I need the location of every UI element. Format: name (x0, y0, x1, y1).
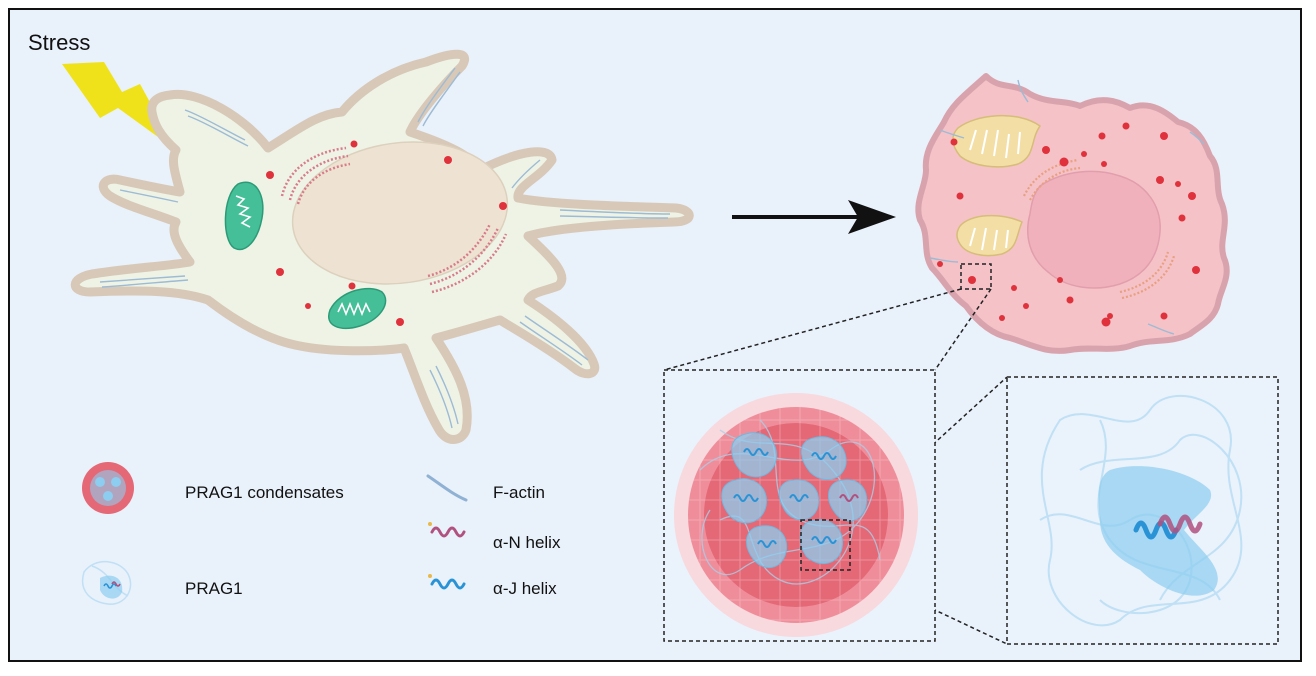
stressed-cell (915, 73, 1230, 354)
endoplasmic-reticulum (1023, 158, 1176, 300)
alpha-j-helix-icon (430, 578, 466, 590)
legend: PRAG1 condensates PRAG1 F-actin α-N heli… (81, 462, 561, 605)
alpha-j-helix (1133, 520, 1179, 540)
factin-filaments (929, 79, 1205, 335)
legend-label-alpha-n: α-N helix (493, 533, 561, 552)
transition-arrow (732, 200, 896, 234)
condensate-dots (266, 140, 507, 326)
mitochondrion-healthy (224, 181, 264, 251)
endoplasmic-reticulum (280, 146, 508, 294)
helix-pairs (733, 448, 859, 548)
alpha-n-helix (1157, 514, 1203, 534)
stressed-cell-nucleus (1027, 170, 1161, 289)
legend-item-prag1: PRAG1 (81, 561, 243, 605)
legend-item-condensates: PRAG1 condensates (82, 462, 344, 514)
legend-label-alpha-j: α-J helix (493, 579, 557, 598)
normal-cell (70, 49, 694, 444)
mitochondrion-damaged (952, 115, 1042, 168)
legend-item-factin: F-actin (426, 474, 545, 502)
lightning-bolt-icon (62, 62, 176, 150)
legend-label-factin: F-actin (493, 483, 545, 502)
mitochondrion-healthy (328, 287, 387, 330)
condensate-dots (937, 122, 1200, 327)
factin-filaments (99, 67, 671, 429)
legend-item-alpha-n: α-N helix (428, 522, 561, 552)
zoom-region-cell (960, 263, 992, 290)
mitochondrion-damaged (956, 214, 1023, 257)
legend-item-alpha-j: α-J helix (428, 574, 557, 598)
factin-icon (426, 474, 468, 502)
condensate-closeup (674, 393, 918, 637)
legend-label-condensates: PRAG1 condensates (185, 483, 344, 502)
normal-cell-nucleus (291, 141, 509, 285)
zoom-region-protein (800, 519, 851, 571)
stress-label: Stress (28, 30, 90, 55)
prag1-closeup (1039, 394, 1243, 627)
alpha-n-helix-icon (430, 526, 466, 538)
legend-label-prag1: PRAG1 (185, 579, 243, 598)
